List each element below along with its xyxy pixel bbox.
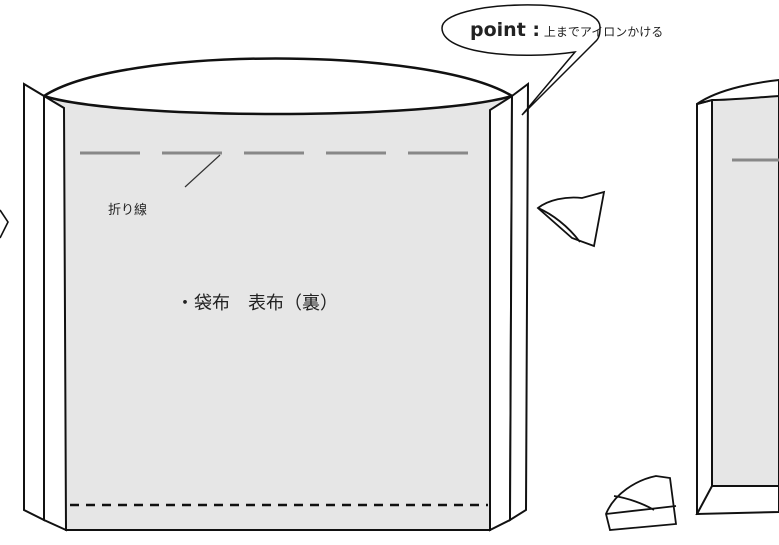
left-seam-inner [43, 94, 68, 532]
fold-line-label: 折り線 [108, 203, 148, 218]
right-seam-inner [489, 94, 514, 532]
second-fabric-panel [695, 78, 779, 516]
fold-line-leader [184, 154, 221, 188]
callout-text: point : 上までアイロンかける [470, 19, 663, 41]
fabric-opening [41, 57, 516, 116]
point-text: 上までアイロンかける [543, 25, 664, 39]
iron-icon [536, 190, 606, 248]
point-label: point : [470, 19, 540, 41]
iron-icon [605, 475, 678, 531]
fabric-label: ・袋布 表布（裏） [176, 293, 338, 314]
right-seam-allowance [508, 81, 530, 522]
left-seam-allowance [23, 82, 45, 522]
callout-bubble [441, 4, 601, 116]
partial-arrow-left [0, 209, 9, 239]
